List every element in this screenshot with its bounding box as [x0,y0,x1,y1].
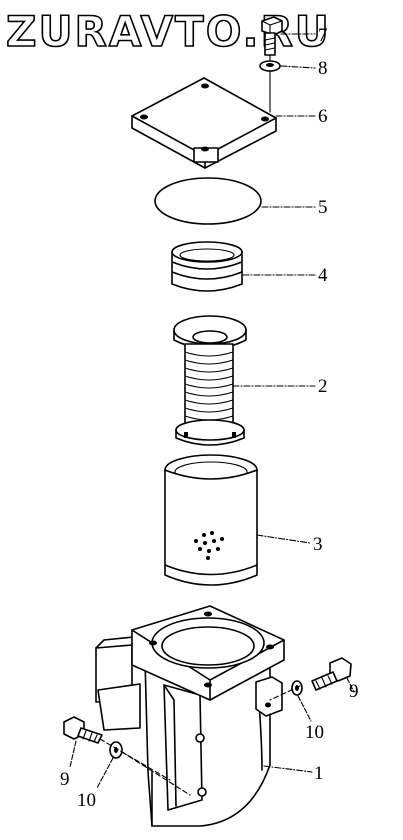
part-9-bolt-right [311,657,352,691]
callout-2: 2 [318,376,328,397]
leader-lines [69,33,355,796]
callout-9-left: 9 [60,769,70,790]
part-9-bolt-left [63,716,103,744]
callout-4: 4 [318,265,328,286]
callout-7: 7 [318,25,328,46]
callout-6: 6 [318,106,328,127]
part-4-spring [171,241,243,292]
part-5-o-ring [154,177,262,225]
part-3-filter-cartridge [164,454,258,586]
callout-8: 8 [318,58,328,79]
part-2-filter-element [173,315,247,446]
callout-labels: 7 8 6 5 4 2 3 9 10 1 9 10 [60,25,359,811]
part-1-filter-housing [95,605,285,827]
callout-10-left: 10 [77,790,96,811]
callout-5: 5 [318,197,328,218]
part-8-washer [259,60,281,72]
callout-10-right: 10 [305,722,324,743]
part-10-washer-left [109,741,123,759]
callout-3: 3 [313,534,323,555]
part-7-bolt [261,16,283,113]
callout-9-right: 9 [349,681,359,702]
part-6-cover [131,77,277,169]
cartridge-perforation-dots [194,531,224,560]
callout-1: 1 [314,763,324,784]
